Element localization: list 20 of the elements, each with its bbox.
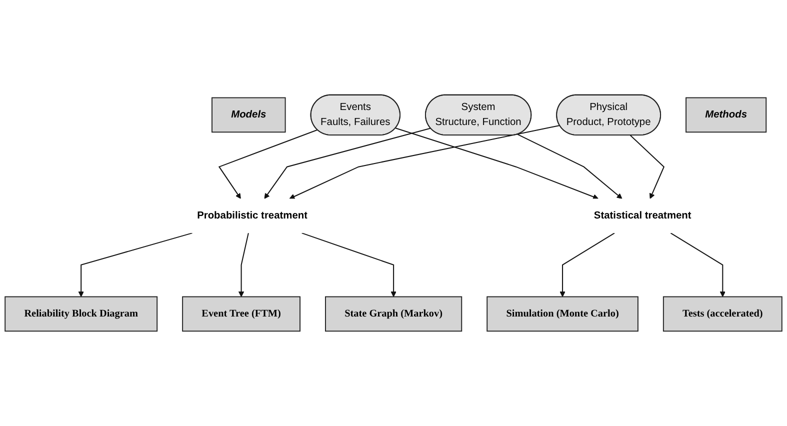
arrow	[289, 124, 560, 200]
node-box: Models	[212, 97, 286, 133]
node-box: Event Tree (FTM)	[182, 296, 300, 332]
arrow	[302, 232, 396, 297]
node-box: Reliability Block Diagram	[4, 296, 158, 332]
arrow	[78, 232, 192, 297]
arrow	[630, 134, 665, 199]
node-box: Simulation (Monte Carlo)	[486, 296, 638, 332]
node-text: Statistical treatment	[594, 210, 692, 221]
arrow	[264, 128, 431, 199]
arrow	[517, 134, 622, 199]
arrow	[238, 232, 249, 297]
arrow	[670, 232, 726, 297]
arrow	[218, 129, 318, 199]
node-box: State Graph (Markov)	[325, 296, 462, 332]
arrow	[395, 128, 598, 200]
node-box: Tests (accelerated)	[662, 296, 782, 332]
node-text: Probabilistic treatment	[197, 210, 308, 221]
node-box: Methods	[686, 97, 767, 133]
arrow	[560, 232, 615, 297]
